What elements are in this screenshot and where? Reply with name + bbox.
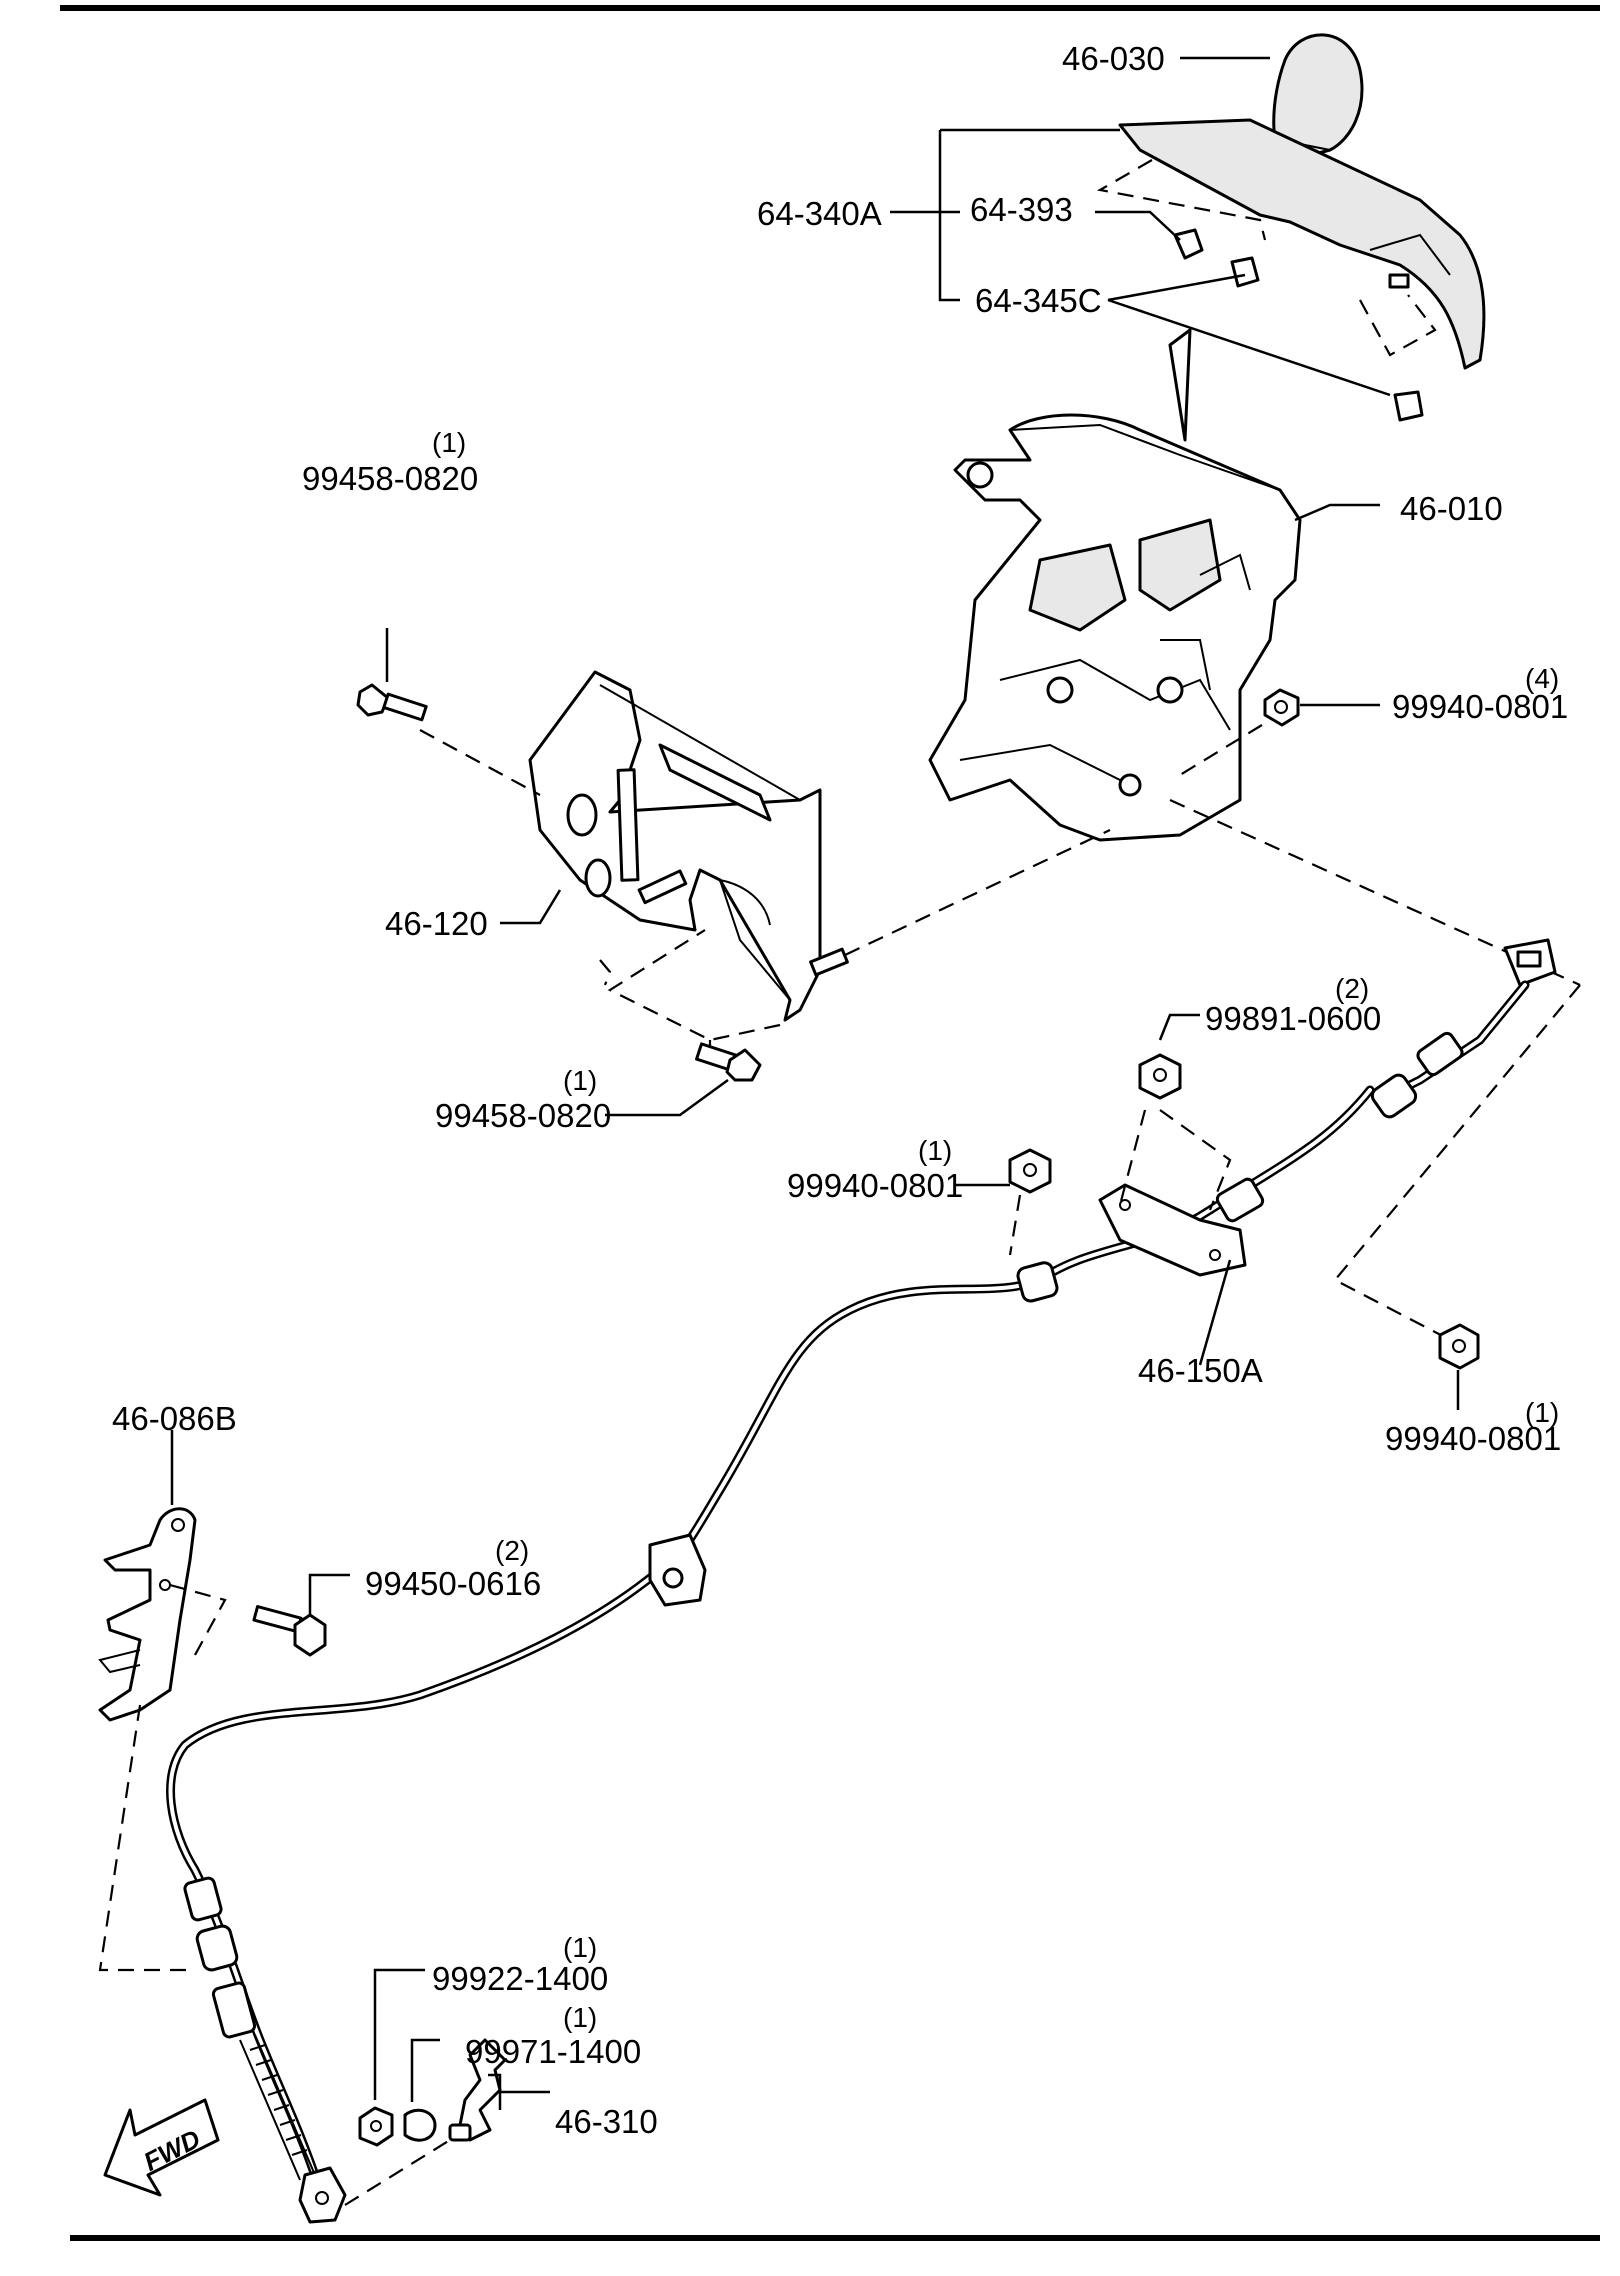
label-46-086B: 46-086B [112, 1400, 237, 1437]
label-99940-left: 99940-0801 [787, 1167, 963, 1204]
cable-bracket [98, 1507, 197, 1722]
label-99458-top: 99458-0820 [302, 460, 478, 497]
label-99940-shifter: 99940-0801 [1392, 688, 1568, 725]
qty-99458-mid: (1) [563, 1065, 597, 1096]
qty-99450: (2) [495, 1535, 529, 1566]
label-99450: 99450-0616 [365, 1565, 541, 1602]
fwd-arrow [103, 2098, 220, 2197]
shift-cable [166, 938, 1557, 2224]
qty-99891: (2) [1335, 973, 1369, 1004]
bolt-top-99458 [356, 683, 428, 722]
label-46-120: 46-120 [385, 905, 488, 942]
label-99891: 99891-0600 [1205, 1000, 1381, 1037]
bolt-mid-99458 [695, 1042, 762, 1082]
qty-99922: (1) [563, 1932, 597, 1963]
label-46-150A: 46-150A [1138, 1352, 1263, 1389]
lower-bracket [448, 2038, 507, 2142]
shifter-assembly [928, 328, 1302, 842]
qty-99458-top: (1) [432, 427, 466, 458]
nut-99922 [358, 2106, 394, 2147]
label-99458-mid: 99458-0820 [435, 1097, 611, 1134]
label-64-393: 64-393 [970, 191, 1073, 228]
clip-99971 [403, 2108, 437, 2142]
label-64-340A: 64-340A [757, 195, 882, 232]
label-64-345C: 64-345C [975, 282, 1102, 319]
clip-64-345C-a [1230, 256, 1260, 288]
nut-99940-left [1008, 1148, 1052, 1194]
clip-64-393 [1173, 228, 1204, 260]
shifter-bracket [528, 670, 822, 1022]
label-46-010: 46-010 [1400, 490, 1503, 527]
qty-99940-left: (1) [918, 1135, 952, 1166]
qty-99940-shifter: (4) [1525, 663, 1559, 694]
bolt-bracket-lower [809, 947, 849, 977]
label-99940-right: 99940-0801 [1385, 1420, 1561, 1457]
nut-shifter [1263, 688, 1300, 727]
qty-99971: (1) [563, 2002, 597, 2033]
bolt-bracket-stud [637, 869, 688, 905]
clip-64-345C-b [1393, 390, 1424, 422]
label-99922: 99922-1400 [432, 1960, 608, 1997]
label-99971: 99971-1400 [465, 2033, 641, 2070]
label-46-310: 46-310 [555, 2103, 658, 2140]
nut-99891 [1138, 1053, 1182, 1100]
label-46-030: 46-030 [1062, 40, 1165, 77]
nut-99940-right [1438, 1323, 1480, 1370]
bolt-99450 [252, 1605, 327, 1657]
shift-panel [1118, 118, 1486, 370]
qty-99940-right: (1) [1525, 1397, 1559, 1428]
